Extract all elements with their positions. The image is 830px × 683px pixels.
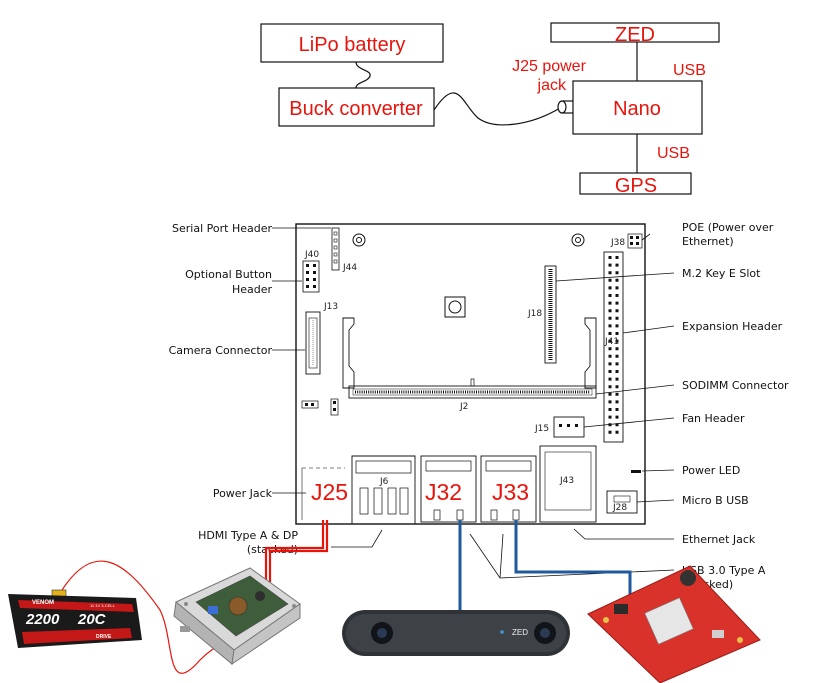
mounting-hole-right (571, 233, 585, 247)
j43-label: J43 (559, 476, 574, 486)
j33-usb-stack (480, 455, 537, 523)
battery-capacity-text: 2200 (25, 611, 60, 628)
battery-series-text: DRIVE (96, 634, 112, 640)
j41-label: J41 (604, 337, 619, 347)
j2-sodimm-connector (348, 378, 597, 399)
zed-box (550, 22, 720, 43)
j25-callout: J25 (311, 479, 348, 505)
power-led (631, 470, 641, 473)
center-mount-icon (444, 296, 466, 318)
usb-bottom-label: USB (657, 145, 690, 162)
j44-label: J44 (342, 263, 357, 273)
j44-serial-header (331, 227, 340, 271)
j18-label: J18 (527, 309, 542, 319)
m2-slot-label: M.2 Key E Slot (682, 267, 761, 280)
usb3-label-line1: USB 3.0 Type A (682, 564, 766, 577)
j18-m2-slot (544, 265, 557, 364)
ethernet-jack-label: Ethernet Jack (682, 533, 756, 546)
power-jack-label-line1: J25 power (512, 58, 586, 75)
power-jack-side-label: Power Jack (213, 487, 273, 500)
nano-label: Nano (613, 98, 661, 120)
jetson-carrier-board: J44 J40 J13 (295, 223, 646, 525)
top-block-diagram: LiPo battery Buck converter J25 power ja… (260, 22, 720, 197)
red-power-wire (264, 520, 329, 582)
j13-camera-connector (305, 311, 321, 375)
micro-b-usb-label: Micro B USB (682, 494, 749, 507)
optional-button-header-label-line1: Optional Button (185, 268, 272, 281)
j40-button-header (302, 260, 320, 293)
lipo-battery-picture: VENOM 11.1V 3-CELL 2200 20C DRIVE (8, 589, 142, 648)
gps-box (579, 172, 692, 195)
small-jumper-vertical (330, 398, 339, 416)
serial-port-header-label: Serial Port Header (172, 222, 272, 235)
poe-label-line2: Ethernet) (682, 235, 734, 248)
expansion-header-label: Expansion Header (682, 320, 783, 333)
j32-usb-stack (420, 455, 477, 523)
gps-board-picture (587, 565, 761, 683)
nano-box (572, 80, 703, 135)
lipo-battery-label: LiPo battery (299, 34, 406, 56)
zed-camera-brand-text: ZED (512, 628, 528, 637)
optional-button-header-label-line2: Header (232, 283, 273, 296)
camera-connector-label: Camera Connector (169, 344, 273, 357)
j13-label: J13 (323, 302, 338, 312)
power-led-label: Power LED (682, 464, 740, 477)
gps-usb-cable (514, 520, 632, 600)
power-jack-label-line2: jack (537, 77, 567, 94)
battery-rating-text: 20C (77, 611, 107, 628)
j41-expansion-header (603, 251, 624, 443)
j15-label: J15 (534, 424, 549, 434)
sodimm-latch-left (342, 317, 355, 389)
small-jumper-left (301, 400, 319, 409)
buck-to-nano-wire (433, 92, 561, 126)
usb-top-label: USB (673, 62, 706, 79)
buck-converter-box (278, 87, 435, 127)
battery-brand-text: VENOM (32, 600, 54, 606)
j32-callout: J32 (425, 479, 462, 505)
battery-cells-text: 11.1V 3-CELL (90, 603, 116, 608)
hdmi-label-line1: HDMI Type A & DP (198, 529, 298, 542)
poe-label-line1: POE (Power over (682, 221, 774, 234)
j25-power-jack (301, 467, 345, 520)
lipo-battery-box (260, 23, 444, 63)
j40-label: J40 (304, 250, 319, 260)
fan-header-label: Fan Header (682, 412, 745, 425)
mounting-hole-left (352, 233, 366, 247)
j2-label: J2 (459, 402, 468, 412)
j6-hdmi-port (351, 455, 416, 525)
battery-to-buck-wire (355, 61, 371, 89)
zed-camera-picture: ZED (342, 610, 570, 656)
gps-label: GPS (615, 175, 657, 197)
j43-ethernet-jack (539, 445, 597, 523)
buck-converter-label: Buck converter (289, 98, 423, 120)
j38-poe-header (627, 233, 643, 249)
j33-callout: J33 (492, 479, 529, 505)
sodimm-connector-label: SODIMM Connector (682, 379, 789, 392)
zed-label: ZED (615, 24, 655, 46)
hdmi-label-line2: (stacked) (247, 543, 298, 556)
j6-label: J6 (379, 477, 389, 487)
sodimm-latch-right (584, 317, 597, 389)
buck-converter-picture (173, 567, 301, 666)
j38-label: J38 (610, 238, 625, 248)
j28-label: J28 (612, 503, 627, 513)
